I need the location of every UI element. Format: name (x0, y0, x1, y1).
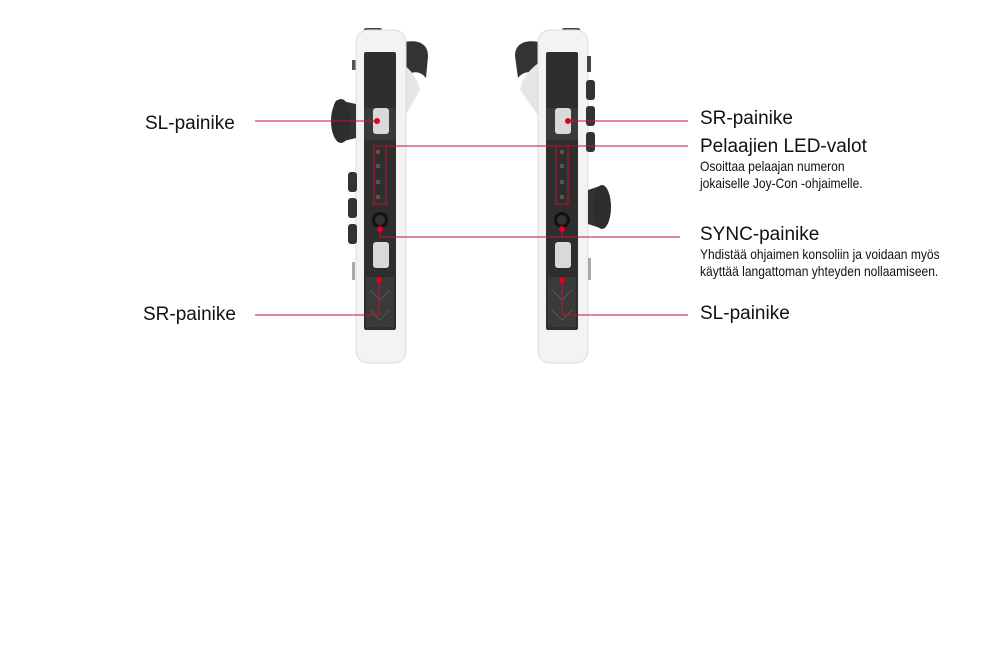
right-joycon (515, 28, 611, 364)
callout-dots (374, 118, 571, 283)
callout-left-sr (255, 280, 380, 316)
label-right-sl: SL-painike (700, 303, 790, 324)
label-left-sr: SR-painike (143, 304, 236, 325)
right-sl-button[interactable] (555, 242, 571, 268)
label-right-sr: SR-painike (700, 108, 793, 129)
label-led-title: Pelaajien LED-valot (700, 136, 867, 157)
label-left-sl: SL-painike (145, 113, 235, 134)
callout-sync (379, 230, 680, 238)
label-sync-desc-1: Yhdistää ohjaimen konsoliin ja voidaan m… (700, 246, 940, 262)
label-led-desc-2: jokaiselle Joy-Con -ohjaimelle. (700, 175, 863, 191)
callout-lines (255, 120, 688, 316)
callout-right-sl (561, 280, 688, 316)
left-sr-button[interactable] (373, 242, 389, 268)
right-sr-button[interactable] (555, 108, 571, 134)
left-sl-button[interactable] (373, 108, 389, 134)
label-sync-title: SYNC-painike (700, 224, 820, 245)
label-sync-desc-2: käyttää langattoman yhteyden nollaamisee… (700, 263, 939, 279)
label-led-desc-1: Osoittaa pelaajan numeron (700, 158, 845, 174)
